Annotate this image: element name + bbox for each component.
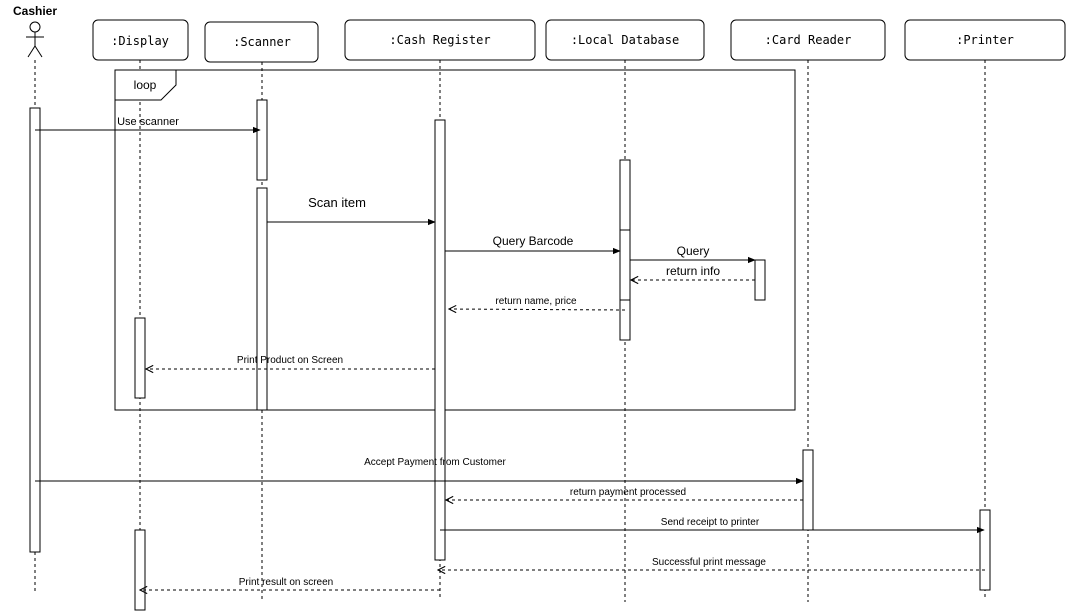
message-label: Query Barcode xyxy=(493,234,574,248)
participant-label: :Card Reader xyxy=(765,33,852,47)
message-print-product: Print Product on Screen xyxy=(146,355,435,369)
message-use-scanner: Use scanner xyxy=(35,116,261,134)
message-label: Print Product on Screen xyxy=(237,355,343,366)
participant-card-reader: :Card Reader xyxy=(730,19,886,61)
activation-card-reader xyxy=(802,449,814,531)
stick-figure-icon xyxy=(26,21,44,58)
activation-scanner-2 xyxy=(256,187,268,411)
participant-scanner: :Scanner xyxy=(204,21,319,63)
actor-cashier: Cashier xyxy=(13,4,57,58)
participant-label: :Display xyxy=(111,34,169,48)
message-scan-item: Scan item xyxy=(267,195,436,226)
activation-card-reader-query xyxy=(754,259,766,301)
activation-display-1 xyxy=(134,317,146,399)
participant-label: :Cash Register xyxy=(389,33,490,47)
participant-cash-register: :Cash Register xyxy=(344,19,536,61)
participant-display: :Display xyxy=(92,19,189,61)
activation-cashier xyxy=(29,107,41,553)
activation-local-database xyxy=(619,159,631,341)
participant-printer: :Printer xyxy=(904,19,1066,61)
activation-scanner-1 xyxy=(256,99,268,181)
message-query-barcode: Query Barcode xyxy=(445,234,621,255)
message-label: return payment processed xyxy=(570,487,686,498)
activation-display-2 xyxy=(134,529,146,611)
message-query: Query xyxy=(630,244,756,264)
message-label: Successful print message xyxy=(652,557,766,568)
message-accept-payment: Accept Payment from Customer xyxy=(35,457,804,485)
activation-cash-register xyxy=(434,119,446,561)
message-label: Use scanner xyxy=(117,116,179,128)
message-label: return name, price xyxy=(495,296,577,307)
message-print-result: Print result on screen xyxy=(140,577,440,590)
message-label: return info xyxy=(666,264,720,278)
message-successful-print: Successful print message xyxy=(438,557,985,570)
participant-label: :Local Database xyxy=(571,33,679,47)
message-label: Query xyxy=(677,244,710,258)
participant-label: :Printer xyxy=(956,33,1014,47)
participant-local-database: :Local Database xyxy=(545,19,705,61)
fragment-operator: loop xyxy=(134,78,157,92)
participant-label: :Scanner xyxy=(233,35,291,49)
actor-label: Cashier xyxy=(13,4,57,18)
message-return-info: return info xyxy=(631,264,755,280)
message-return-name-price: return name, price xyxy=(449,296,626,310)
message-send-receipt: Send receipt to printer xyxy=(440,517,985,534)
message-label: Scan item xyxy=(308,195,366,210)
activation-printer xyxy=(979,509,991,591)
message-label: Accept Payment from Customer xyxy=(364,457,506,468)
message-label: Print result on screen xyxy=(239,577,334,588)
loop-fragment: loop xyxy=(114,69,796,411)
message-label: Send receipt to printer xyxy=(661,517,760,528)
message-return-payment: return payment processed xyxy=(446,487,803,500)
